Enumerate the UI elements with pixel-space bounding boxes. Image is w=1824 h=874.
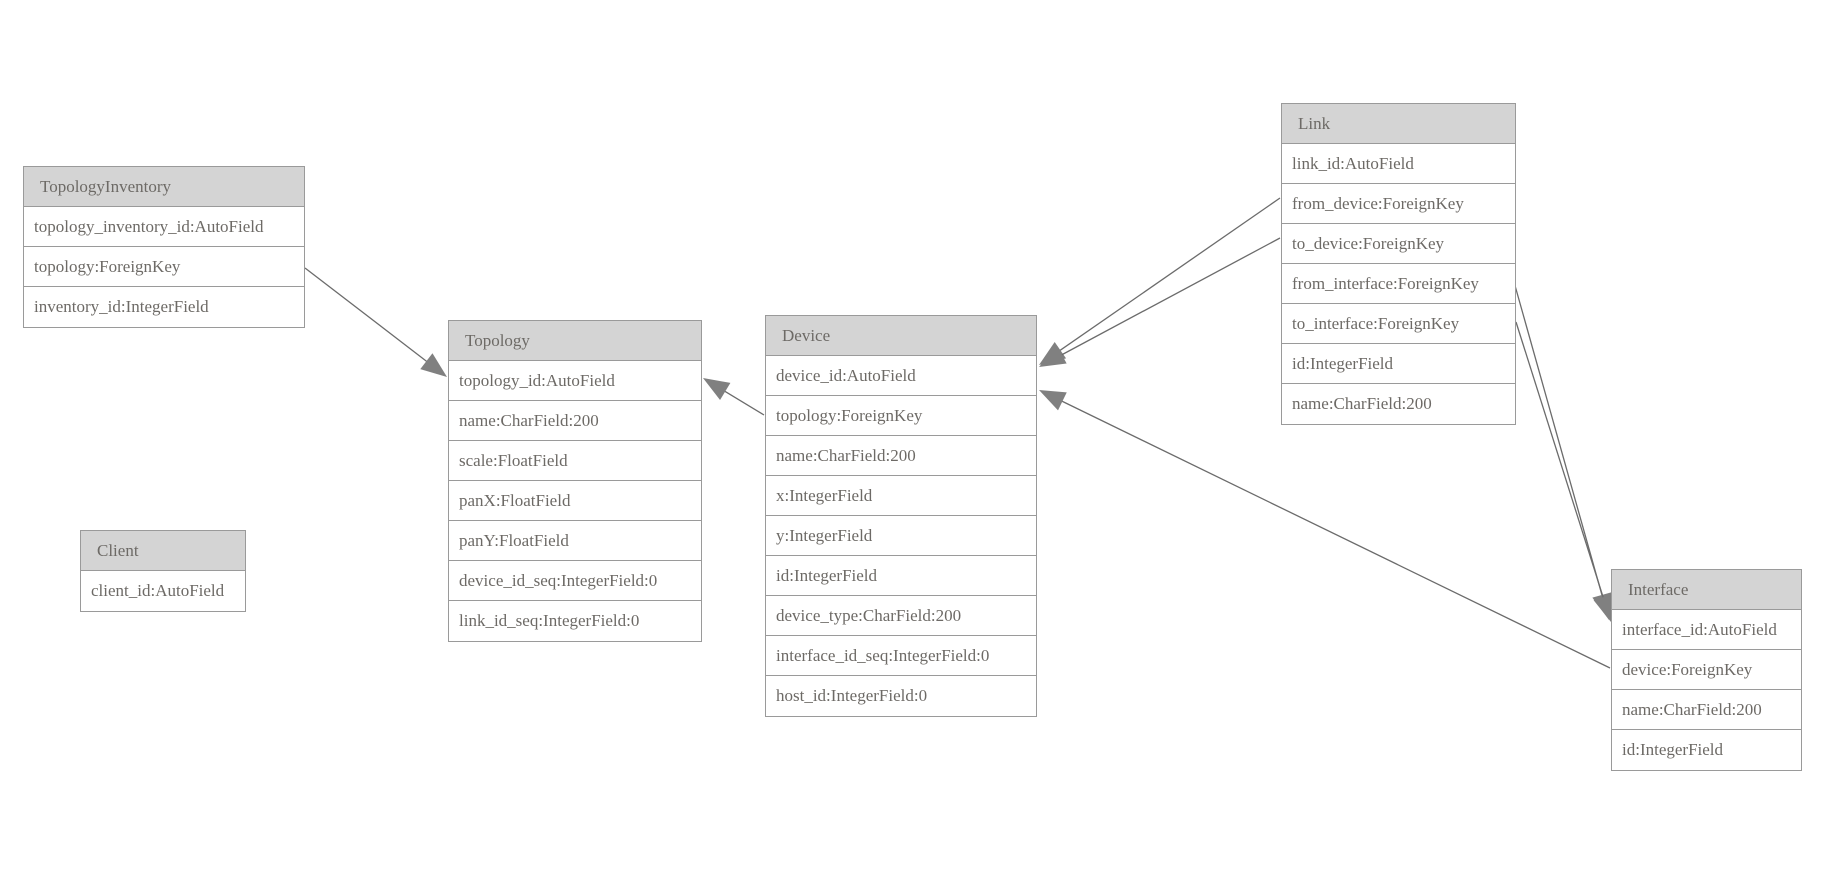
entity-field-row[interactable]: interface_id:AutoField [1612, 610, 1801, 650]
relationship-line [1515, 321, 1605, 602]
entity-field-row[interactable]: x:IntegerField [766, 476, 1036, 516]
entity-field-row[interactable]: name:CharField:200 [1282, 384, 1515, 424]
entity-field-row[interactable]: topology:ForeignKey [24, 247, 304, 287]
entity-field-row[interactable]: topology:ForeignKey [766, 396, 1036, 436]
entity-field-row[interactable]: to_device:ForeignKey [1282, 224, 1515, 264]
entity-field-row[interactable]: name:CharField:200 [766, 436, 1036, 476]
entity-field-row[interactable]: to_interface:ForeignKey [1282, 304, 1515, 344]
edge-link-todevice-device [1039, 237, 1281, 367]
entity-field-row[interactable]: panY:FloatField [449, 521, 701, 561]
entity-field-row[interactable]: topology_inventory_id:AutoField [24, 207, 304, 247]
edge-topologyinventory-topology [304, 267, 447, 377]
entity-field-row[interactable]: id:IntegerField [766, 556, 1036, 596]
entity-field-row[interactable]: interface_id_seq:IntegerField:0 [766, 636, 1036, 676]
entity-field-row[interactable]: device_id_seq:IntegerField:0 [449, 561, 701, 601]
entity-field-row[interactable]: device:ForeignKey [1612, 650, 1801, 690]
relationship-arrowhead [1592, 592, 1612, 620]
entity-field-row[interactable]: id:IntegerField [1612, 730, 1801, 770]
entity-field-row[interactable]: link_id_seq:IntegerField:0 [449, 601, 701, 641]
entity-field-row[interactable]: link_id:AutoField [1282, 144, 1515, 184]
entity-field-row[interactable]: device_id:AutoField [766, 356, 1036, 396]
relationship-arrowhead [420, 353, 447, 377]
relationship-line [304, 267, 430, 365]
edge-interface-device-device [1039, 390, 1611, 669]
entity-field-row[interactable]: scale:FloatField [449, 441, 701, 481]
edge-link-frominterface-interface [1513, 281, 1612, 620]
relationship-arrowhead [1039, 341, 1067, 365]
relationship-arrowhead [703, 378, 731, 401]
edge-device-topology [703, 378, 765, 416]
entity-title-interface: Interface [1612, 570, 1801, 610]
relationship-arrowhead [1039, 390, 1067, 411]
entity-field-row[interactable]: from_device:ForeignKey [1282, 184, 1515, 224]
entity-title-topology: Topology [449, 321, 701, 361]
entity-field-row[interactable]: id:IntegerField [1282, 344, 1515, 384]
entity-field-row[interactable]: device_type:CharField:200 [766, 596, 1036, 636]
entity-field-row[interactable]: client_id:AutoField [81, 571, 245, 611]
entity-field-row[interactable]: name:CharField:200 [449, 401, 701, 441]
relationship-line [1513, 281, 1604, 599]
edge-link-tointerface-interface [1515, 321, 1613, 622]
relationship-line [1058, 399, 1611, 669]
entity-title-client: Client [81, 531, 245, 571]
entity-field-row[interactable]: y:IntegerField [766, 516, 1036, 556]
entity-field-row[interactable]: host_id:IntegerField:0 [766, 676, 1036, 716]
entity-field-row[interactable]: inventory_id:IntegerField [24, 287, 304, 327]
relationship-arrowhead [1593, 594, 1613, 622]
entity-field-row[interactable]: topology_id:AutoField [449, 361, 701, 401]
relationship-arrowhead [1039, 345, 1067, 367]
edge-link-fromdevice-device [1039, 197, 1281, 365]
entity-field-row[interactable]: name:CharField:200 [1612, 690, 1801, 730]
relationship-line [721, 388, 765, 416]
entity-title-topology_inventory: TopologyInventory [24, 167, 304, 207]
entity-field-row[interactable]: from_interface:ForeignKey [1282, 264, 1515, 304]
entity-title-link: Link [1282, 104, 1515, 144]
entity-field-row[interactable]: panX:FloatField [449, 481, 701, 521]
relationship-line [1056, 197, 1281, 354]
relationship-line [1058, 237, 1281, 358]
entity-title-device: Device [766, 316, 1036, 356]
